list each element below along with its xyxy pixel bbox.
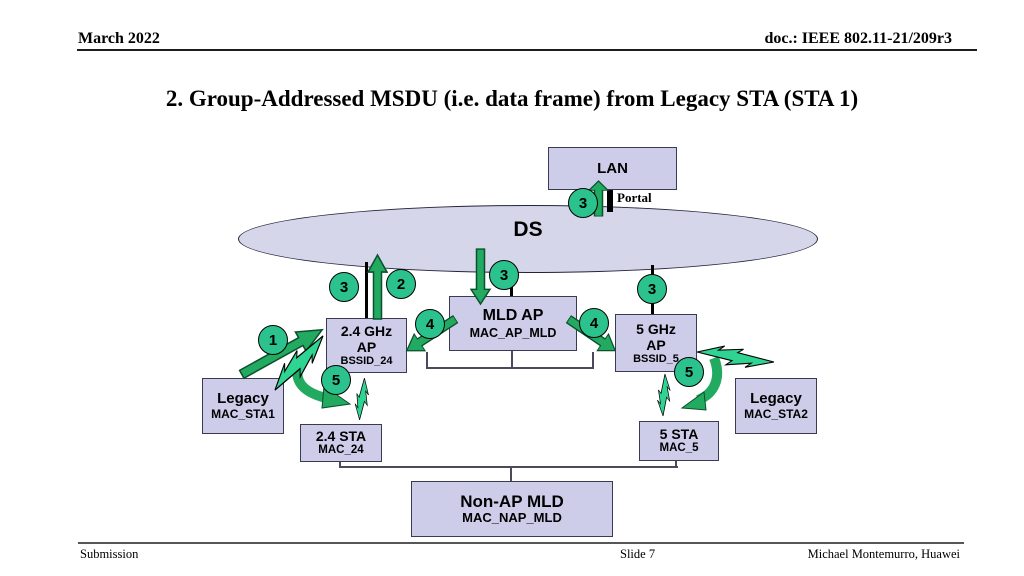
- sta-24ghz-mac: MAC_24: [318, 444, 364, 457]
- sta-5ghz-mac: MAC_5: [659, 442, 699, 455]
- step-marker-5-right: 5: [674, 357, 704, 387]
- step-marker-3-mldap: 3: [489, 260, 519, 290]
- legacy-sta1-node: Legacy MAC_STA1: [202, 378, 284, 434]
- ds-ellipse: [238, 205, 818, 273]
- header-divider: [77, 49, 977, 51]
- ap-5ghz-node: 5 GHz AP BSSID_5: [615, 314, 697, 372]
- sta-24ghz-title: 2.4 STA: [315, 428, 367, 445]
- non-ap-mld-mac: MAC_NAP_MLD: [462, 510, 562, 526]
- portal-label: Portal: [617, 190, 652, 205]
- footer-slide-number: Slide 7: [620, 547, 656, 561]
- ap-24ghz-node: 2.4 GHz AP BSSID_24: [326, 318, 407, 373]
- ap-24ghz-title2: AP: [356, 339, 377, 356]
- mld-ap-mac: MAC_AP_MLD: [469, 325, 557, 340]
- lan-title: LAN: [597, 159, 628, 177]
- lightning-bolt-icon: [263, 335, 335, 391]
- lan-node: LAN: [548, 147, 677, 190]
- nonap-bracket-line: [675, 458, 677, 468]
- legacy-sta2-title: Legacy: [750, 390, 802, 408]
- mld-bracket-line: [427, 367, 594, 369]
- ds-label: DS: [513, 218, 543, 241]
- step-marker-3-ap24: 3: [329, 272, 359, 302]
- footer-author: Michael Montemurro, Huawei: [807, 547, 960, 561]
- ap-24ghz-bssid: BSSID_24: [340, 355, 393, 368]
- portal-bar: [607, 190, 613, 212]
- step-marker-5-left: 5: [321, 365, 351, 395]
- non-ap-mld-node: Non-AP MLD MAC_NAP_MLD: [411, 481, 613, 537]
- connector-line-ap24-ds: [365, 262, 368, 318]
- lightning-bolt-icon: [647, 373, 681, 417]
- footer-submission: Submission: [80, 547, 139, 561]
- curved-arrow-icon: [676, 354, 723, 412]
- nonap-bracket-line: [510, 467, 512, 482]
- nonap-bracket-line: [339, 458, 341, 468]
- mld-ap-title: MLD AP: [482, 307, 544, 325]
- ap-5ghz-title2: AP: [646, 336, 666, 353]
- mld-bracket-line: [426, 352, 428, 369]
- step-marker-3-portal: 3: [568, 188, 598, 218]
- mld-ap-node: MLD AP MAC_AP_MLD: [449, 296, 577, 351]
- sta-5ghz-node: 5 STA MAC_5: [639, 421, 719, 461]
- step-marker-4-right: 4: [579, 308, 609, 338]
- step-marker-2: 2: [386, 269, 416, 299]
- down-arrow-icon: [469, 248, 492, 306]
- footer-divider: [78, 542, 964, 544]
- non-ap-mld-title: Non-AP MLD: [460, 491, 564, 511]
- step-marker-4-left: 4: [415, 309, 445, 339]
- up-arrow-icon: [366, 253, 389, 320]
- sta-24ghz-node: 2.4 STA MAC_24: [300, 424, 382, 462]
- lightning-bolt-icon: [696, 329, 775, 385]
- lightning-bolt-icon: [344, 377, 379, 421]
- sta-5ghz-title: 5 STA: [659, 426, 699, 443]
- step-marker-1: 1: [258, 325, 288, 355]
- nonap-bracket-line: [339, 466, 678, 468]
- mld-bracket-line: [592, 352, 594, 369]
- legacy-sta1-title: Legacy: [217, 390, 269, 408]
- legacy-sta1-mac: MAC_STA1: [211, 406, 275, 421]
- header-doc-number: doc.: IEEE 802.11-21/209r3: [764, 30, 952, 47]
- ap-5ghz-bssid: BSSID_5: [633, 352, 679, 365]
- legacy-sta2-mac: MAC_STA2: [744, 406, 808, 421]
- mld-bracket-line: [511, 348, 513, 369]
- header-date: March 2022: [78, 30, 160, 47]
- ap-5ghz-title: 5 GHz: [636, 320, 676, 337]
- legacy-sta2-node: Legacy MAC_STA2: [735, 378, 817, 434]
- slide-title: 2. Group-Addressed MSDU (i.e. data frame…: [165, 86, 859, 111]
- step-marker-3-ap5: 3: [637, 274, 667, 304]
- ap-24ghz-title: 2.4 GHz: [340, 323, 393, 340]
